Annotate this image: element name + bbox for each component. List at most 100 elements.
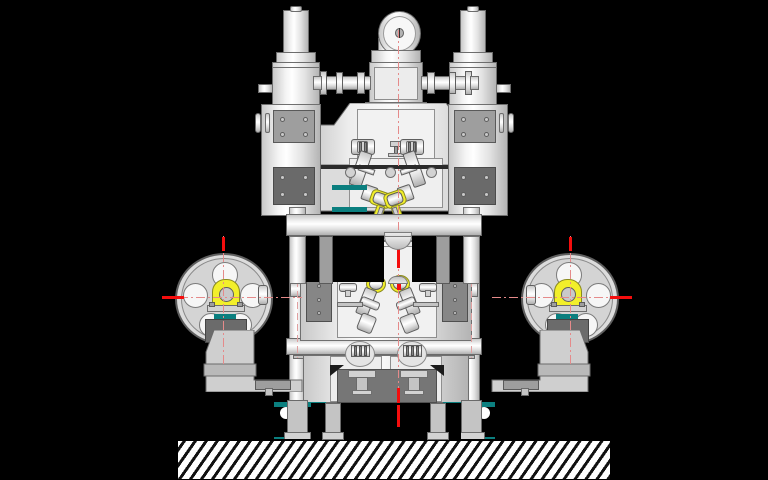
sill-boss-3 bbox=[426, 167, 437, 178]
manifold-flange-left-inner bbox=[357, 72, 365, 94]
teal-marker-strip-upper bbox=[332, 185, 367, 190]
base-stud-right bbox=[408, 377, 420, 391]
foundation-top-edge bbox=[177, 439, 611, 441]
tie-rod-right-span bbox=[463, 236, 480, 284]
flywheel-right-bore-right bbox=[586, 283, 611, 308]
cylinder-left-barrel bbox=[283, 10, 309, 54]
flywheel-left-teal-shim bbox=[214, 314, 236, 319]
bearing-saddle-right-base bbox=[549, 305, 587, 312]
tappet-left-stem bbox=[345, 290, 351, 297]
cam-rail-right bbox=[413, 302, 439, 307]
bottom-crosshead-right-rib3 bbox=[416, 346, 419, 356]
centerline-vertical-left-tick bbox=[222, 237, 225, 251]
centre-valve-inner bbox=[374, 67, 418, 100]
centerline-column-left bbox=[297, 258, 298, 358]
bolt bbox=[303, 192, 308, 197]
flywheel-right-side-pad bbox=[526, 285, 536, 305]
centerline-vertical-left bbox=[223, 236, 224, 366]
frame-gap-upper bbox=[306, 236, 384, 282]
gauge-needle bbox=[399, 28, 400, 38]
bolt bbox=[303, 132, 308, 137]
column-left-plate-upper bbox=[273, 110, 315, 143]
column-right-plate-upper bbox=[454, 110, 496, 143]
cylinder-left bbox=[283, 4, 309, 54]
teal-marker-strip-lower bbox=[332, 207, 367, 212]
bolt bbox=[303, 117, 308, 122]
sill-boss-2 bbox=[385, 167, 396, 178]
flywheel-left-pedestal-foot bbox=[255, 380, 291, 390]
centerline-marker-crank bbox=[397, 280, 401, 290]
bearing-saddle-left-lug-r bbox=[237, 302, 243, 307]
bolt bbox=[484, 117, 489, 122]
centerline-vertical-main bbox=[398, 30, 399, 235]
bottom-crosshead-left-rib2 bbox=[359, 346, 362, 356]
tie-rod-left-span bbox=[289, 236, 306, 284]
bolt bbox=[317, 284, 321, 288]
centerline-marker-bottom-overlay bbox=[397, 405, 400, 427]
concrete-foundation bbox=[177, 439, 611, 480]
bolt bbox=[280, 175, 285, 180]
cam-rail-left bbox=[337, 302, 363, 307]
flywheel-left-pedestal bbox=[203, 330, 303, 392]
centerline-marker-mid-overlay bbox=[397, 250, 400, 268]
manifold-pipe-right-stub bbox=[470, 76, 479, 90]
cylinder-left-side-stub bbox=[258, 84, 273, 93]
bolt bbox=[303, 175, 308, 180]
flywheel-right-pedestal bbox=[491, 330, 591, 392]
column-right-plate-lower bbox=[454, 167, 496, 205]
tappet-right-stem bbox=[425, 290, 431, 297]
bottom-crosshead-left-rib1 bbox=[354, 346, 357, 356]
column-foot-right-pad2 bbox=[427, 432, 449, 440]
bolt bbox=[461, 117, 466, 122]
bearing-saddle-right-lug-r bbox=[579, 302, 585, 307]
centerline-vertical-main-lower bbox=[398, 242, 399, 402]
piston-dome-lower bbox=[388, 276, 408, 284]
bolt bbox=[461, 132, 466, 137]
cylinder-right-side-stub bbox=[496, 84, 511, 93]
bearing-saddle-left-base bbox=[207, 305, 245, 312]
bearing-saddle-right bbox=[549, 279, 587, 313]
column-left-ear2 bbox=[265, 113, 270, 133]
column-left-plate-lower bbox=[273, 167, 315, 205]
column-right-ear bbox=[508, 113, 514, 133]
column-right-ear2 bbox=[499, 113, 504, 133]
bolt bbox=[461, 192, 466, 197]
centerline-horizontal-right bbox=[492, 297, 632, 298]
cylinder-right-barrel bbox=[460, 10, 486, 54]
centerline-vertical-right bbox=[570, 236, 571, 366]
bolt bbox=[484, 192, 489, 197]
bolt bbox=[461, 175, 466, 180]
bolt bbox=[317, 311, 321, 315]
centerline-horizontal-right-tick bbox=[610, 296, 632, 299]
bolt bbox=[453, 298, 457, 302]
flywheel-left-jack-screw bbox=[265, 388, 273, 396]
manifold-pipe-left-stub bbox=[313, 76, 322, 90]
flywheel-right-jack-screw bbox=[521, 388, 529, 396]
centerline-horizontal-left-tick bbox=[162, 296, 184, 299]
bolt bbox=[280, 117, 285, 122]
bearing-saddle-right-lug-l bbox=[551, 302, 557, 307]
centerline-horizontal-left bbox=[162, 297, 302, 298]
flywheel-left-side-pad bbox=[258, 285, 268, 305]
centerline-marker-bottom bbox=[397, 388, 400, 412]
column-foot-left-pad2 bbox=[322, 432, 344, 440]
cylinder-right bbox=[460, 4, 486, 54]
sill-boss-1 bbox=[345, 167, 356, 178]
cylinder-right-cap bbox=[467, 6, 479, 12]
bolt bbox=[317, 298, 321, 302]
bolt bbox=[453, 284, 457, 288]
bearing-saddle-left-bore bbox=[219, 287, 234, 302]
bolt bbox=[484, 132, 489, 137]
manifold-flange-right-mid bbox=[449, 72, 456, 94]
tie-rod-right-inner-span bbox=[436, 236, 450, 284]
bolt bbox=[280, 192, 285, 197]
bearing-saddle-left bbox=[207, 279, 245, 313]
bottom-crosshead-left-rib3 bbox=[364, 346, 367, 356]
column-left-ear bbox=[255, 113, 261, 133]
tie-rod-left-inner-span bbox=[319, 236, 333, 284]
centerline-vertical-right-tick bbox=[569, 237, 572, 251]
bearing-saddle-right-bore bbox=[561, 287, 576, 302]
cylinder-left-cap bbox=[290, 6, 302, 12]
centerline-column-right bbox=[471, 258, 472, 358]
